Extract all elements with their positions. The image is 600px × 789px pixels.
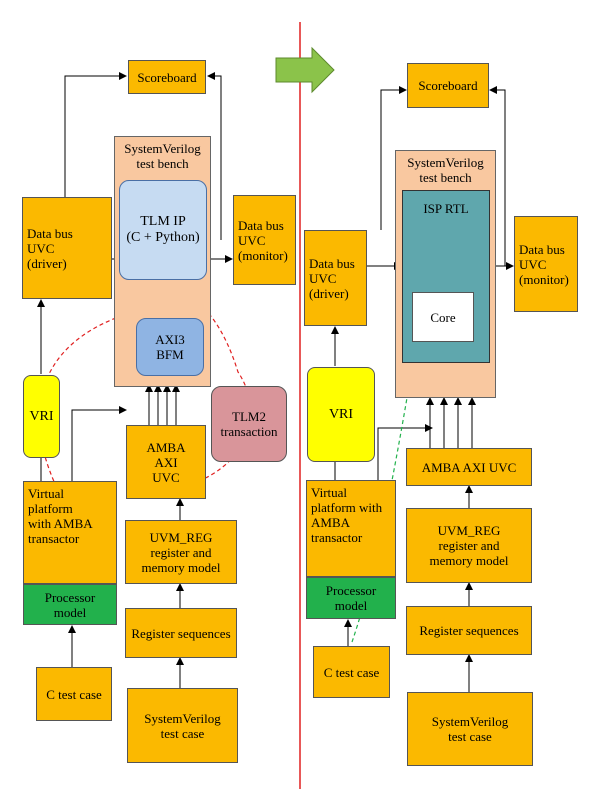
right-processor-model: Processor model: [306, 577, 396, 619]
right-uvm-reg: UVM_REG register and memory model: [406, 508, 532, 583]
right-sv-test-case: SystemVerilog test case: [407, 692, 533, 766]
left-register-sequences: Register sequences: [125, 608, 237, 658]
left-tlm-ip: TLM IP (C + Python): [119, 180, 207, 280]
right-scoreboard: Scoreboard: [407, 63, 489, 108]
right-amba-axi-uvc: AMBA AXI UVC: [406, 448, 532, 486]
left-uvm-reg: UVM_REG register and memory model: [125, 520, 237, 584]
left-scoreboard: Scoreboard: [128, 60, 206, 94]
transition-arrow-icon: [275, 46, 335, 94]
left-amba-axi-uvc: AMBA AXI UVC: [126, 425, 206, 499]
left-virtual-platform: Virtual platform with AMBA transactor: [23, 481, 117, 584]
right-virtual-platform: Virtual platform with AMBA transactor: [306, 480, 396, 577]
left-tlm2-transaction: TLM2 transaction: [211, 386, 287, 462]
left-driver-to-scoreboard: [64, 72, 127, 197]
right-data-bus-monitor: Data bus UVC (monitor): [514, 216, 578, 312]
right-c-test-case: C test case: [313, 646, 390, 698]
right-register-sequences: Register sequences: [406, 606, 532, 655]
left-vri: VRI: [23, 375, 60, 458]
right-driver-to-scoreboard: [380, 86, 407, 230]
right-vri: VRI: [307, 367, 375, 462]
left-data-bus-driver: Data bus UVC (driver): [22, 197, 112, 299]
right-vp-to-axi: [377, 424, 433, 480]
left-monitor-to-scoreboard: [207, 72, 222, 240]
left-axi3-bfm: AXI3 BFM: [136, 318, 204, 376]
left-data-bus-monitor: Data bus UVC (monitor): [233, 195, 296, 285]
right-data-bus-driver: Data bus UVC (driver): [304, 230, 367, 326]
left-sv-test-case: SystemVerilog test case: [127, 688, 238, 763]
right-core: Core: [412, 292, 474, 342]
right-monitor-to-scoreboard: [489, 86, 506, 266]
left-processor-model: Processor model: [23, 584, 117, 625]
red-dashed-path-vri: [38, 307, 142, 501]
left-c-test-case: C test case: [36, 667, 112, 721]
left-vp-to-axi: [71, 406, 127, 481]
